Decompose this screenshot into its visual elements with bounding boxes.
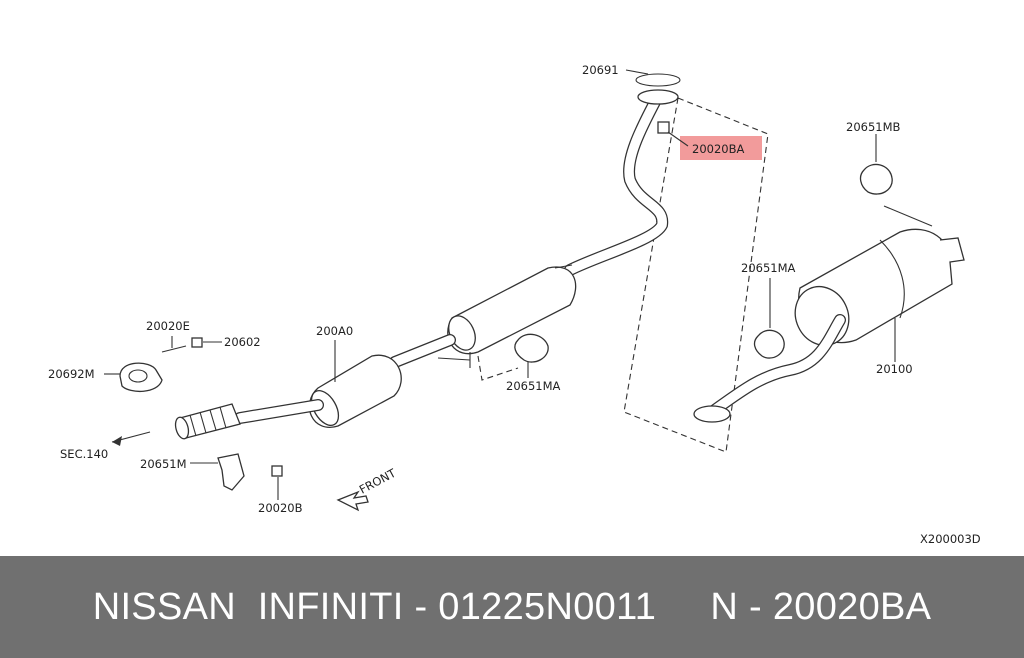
flange-gasket-20691-outline [635, 73, 681, 87]
leader-20691 [625, 69, 649, 75]
caption-bar: NISSAN INFINITI - 01225N0011 N - 20020BA [0, 556, 1024, 658]
selected-part-highlight [680, 136, 762, 160]
stud-20020E [161, 345, 187, 353]
label-front: FRONT [357, 465, 399, 496]
hanger-rod-mid [437, 352, 471, 368]
gasket-20692M-hole [128, 369, 148, 383]
label-20020E: 20020E [146, 319, 190, 333]
label-200A0: 200A0 [316, 324, 353, 338]
exhaust-system-diagram: 20691 20020BA 20651MB 20651MA 20100 200A… [48, 63, 981, 546]
label-20100: 20100 [876, 362, 913, 376]
label-20602: 20602 [224, 335, 261, 349]
muffler-seam [879, 239, 905, 319]
muffler-hanger-rod [883, 205, 933, 227]
insulator-20651MA-right [753, 329, 785, 359]
label-20020B: 20020B [258, 501, 303, 515]
bracket-20651M [217, 453, 245, 491]
label-20020BA: 20020BA [692, 142, 744, 156]
label-20692M: 20692M [48, 367, 95, 381]
muffler-tail-tip [939, 237, 965, 263]
flex-bellows-ribs [189, 406, 227, 437]
label-20651M: 20651M [140, 457, 187, 471]
rear-pipe-flange [693, 405, 731, 423]
mid-pipe-inner [390, 335, 455, 367]
flex-pipe-inlet [174, 416, 190, 440]
drawing-code: X200003D [920, 532, 981, 546]
label-20651MB: 20651MB [846, 120, 901, 134]
nut-20602 [191, 337, 203, 348]
front-pipe-inner [565, 93, 667, 275]
caption-text: NISSAN INFINITI - 01225N0011 N - 20020BA [92, 585, 932, 628]
insulator-mid-dashed [477, 355, 519, 381]
leader-20020BA [667, 131, 689, 147]
label-20651MA-right: 20651MA [741, 261, 796, 275]
sec140-arrow-head [112, 436, 122, 446]
front-flex-pipe-inner [235, 400, 323, 423]
insulator-20651MA-mid [514, 333, 549, 363]
nut-20020BA [657, 121, 670, 134]
insulator-20651MB [859, 163, 893, 195]
label-sec140: SEC.140 [60, 447, 108, 461]
label-20651MA-mid: 20651MA [506, 379, 561, 393]
nut-20020B [271, 465, 283, 477]
rear-pipe-inner [707, 315, 845, 417]
gasket-20692M [119, 362, 163, 392]
assembly-dashed-outline [623, 97, 769, 453]
label-20691: 20691 [582, 63, 619, 77]
front-arrow-icon [336, 490, 369, 512]
flange-gasket-20691 [637, 89, 679, 105]
catalyst-neck [554, 264, 573, 269]
